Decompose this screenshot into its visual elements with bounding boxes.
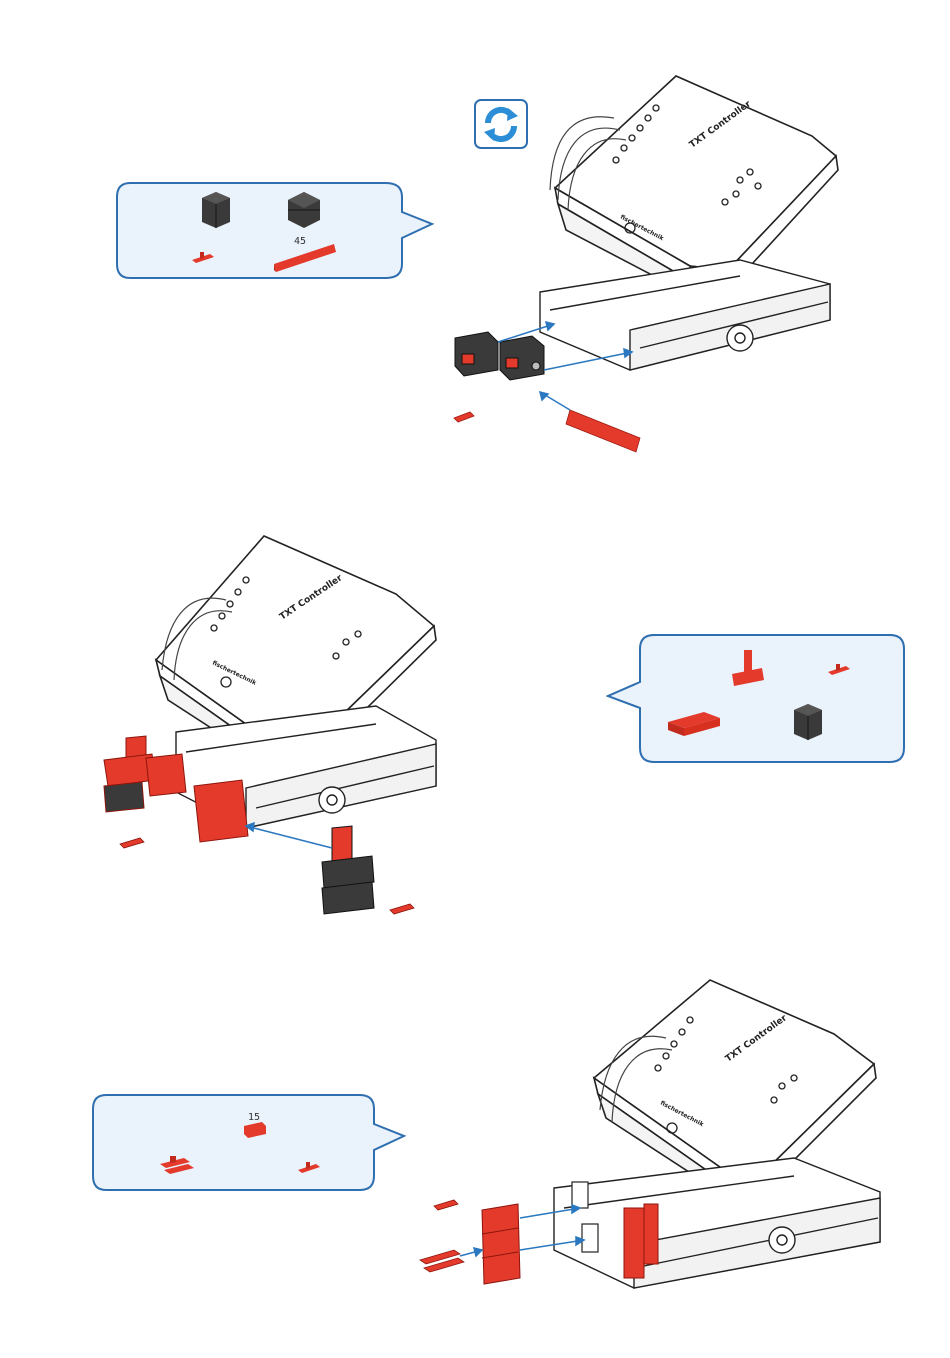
part-length-label: 15 (248, 1112, 260, 1123)
dark-block-assembly (455, 332, 544, 380)
parts-callout: 45 (116, 182, 436, 280)
base-frame (540, 260, 830, 370)
red-strut-45 (566, 410, 640, 452)
assembly-arrows (246, 823, 332, 848)
red-double-connector (420, 1250, 464, 1272)
building-block-icon (202, 192, 230, 228)
controller-module (555, 76, 838, 298)
gear-icon (319, 787, 345, 813)
assembly-illustration-3: TXT Controller fischertechnik (414, 978, 890, 1308)
base-frame (554, 1158, 880, 1288)
building-block-icon (794, 704, 822, 740)
red-connector (120, 838, 144, 848)
gear-icon (727, 325, 753, 351)
strut-length-label: 45 (294, 236, 306, 247)
red-connector (454, 412, 474, 422)
assembly-illustration-2: TXT Controller fischertechnik (96, 530, 446, 930)
gear-icon (769, 1227, 795, 1253)
parts-callout: 15 (92, 1094, 408, 1192)
red-connector (390, 904, 414, 914)
parts-callout (606, 634, 910, 764)
red-connector (434, 1200, 458, 1210)
incoming-red-stack (482, 1204, 520, 1284)
incoming-block-group (322, 826, 374, 914)
assembly-illustration-1: TXT Controller fischertechnik (440, 70, 860, 470)
